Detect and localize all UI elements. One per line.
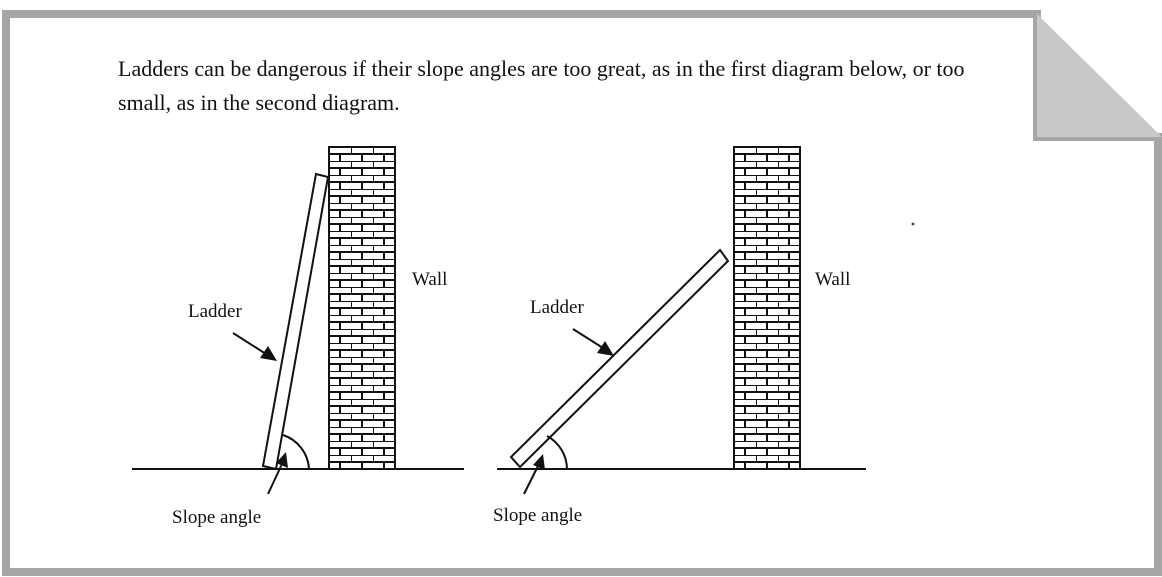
- ladder-label: Ladder: [530, 297, 584, 318]
- intro-paragraph: Ladders can be dangerous if their slope …: [118, 56, 965, 115]
- page-curl: [1037, 14, 1162, 137]
- ladder-pointer-arrow: [572, 328, 604, 349]
- diagram-shallow: Ladder Wall Slope angle: [493, 146, 866, 526]
- angle-pointer-arrow: [267, 463, 283, 495]
- slope-angle-arc: [546, 435, 568, 470]
- diagram-steep: Ladder Wall Slope angle: [132, 146, 464, 528]
- ladder-label: Ladder: [188, 301, 242, 322]
- brick-wall: [733, 146, 801, 470]
- ladder-pointer-arrow: [232, 332, 267, 355]
- angle-pointer-arrow: [523, 465, 539, 495]
- slope-angle-label: Slope angle: [493, 505, 582, 526]
- speck: [911, 222, 915, 226]
- slope-angle-arc: [282, 434, 310, 470]
- wall-label: Wall: [815, 269, 850, 290]
- brick-wall: [328, 146, 396, 470]
- ladder: [261, 172, 330, 471]
- slope-angle-label: Slope angle: [172, 507, 261, 528]
- ladder-arrowhead: [597, 341, 614, 356]
- ladder-arrowhead: [260, 346, 277, 361]
- ladder: [509, 248, 730, 469]
- wall-label: Wall: [412, 269, 447, 290]
- angle-arrowhead: [276, 452, 288, 468]
- angle-arrowhead: [533, 454, 545, 470]
